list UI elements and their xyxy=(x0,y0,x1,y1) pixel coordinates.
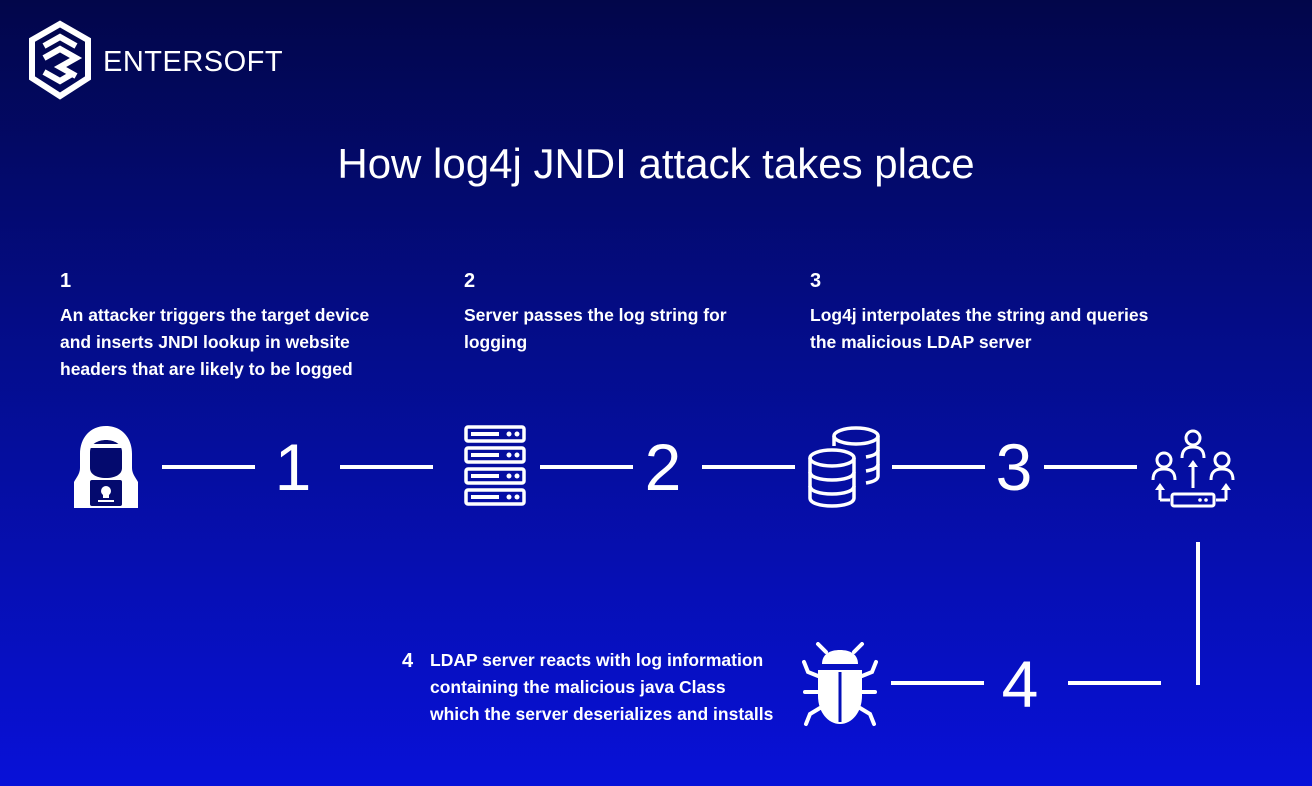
connector-line xyxy=(892,465,985,469)
flow-number-1: 1 xyxy=(274,430,312,504)
brand-name: ENTERSOFT xyxy=(103,46,284,78)
server-rack-icon xyxy=(463,424,527,510)
step-1-number: 1 xyxy=(60,270,72,292)
step-2-line-1: Server passes the log string for xyxy=(464,305,727,325)
step-4-line-3: which the server deserializes and instal… xyxy=(430,704,774,724)
connector-line xyxy=(162,465,255,469)
step-2-number: 2 xyxy=(464,270,476,292)
connector-line xyxy=(540,465,633,469)
hacker-icon xyxy=(70,424,142,512)
step-3-number: 3 xyxy=(810,270,822,292)
page-title: How log4j JNDI attack takes place xyxy=(337,140,975,187)
flow-number-2: 2 xyxy=(644,430,682,504)
step-2-line-2: logging xyxy=(464,332,528,352)
entersoft-logo-icon xyxy=(28,20,92,100)
step-3-line-1: Log4j interpolates the string and querie… xyxy=(810,305,1149,325)
step-1-description: An attacker triggers the target device a… xyxy=(60,302,369,383)
connector-line xyxy=(702,465,795,469)
step-1-line-2: and inserts JNDI lookup in website xyxy=(60,332,350,352)
connector-line xyxy=(891,681,984,685)
step-4-description: LDAP server reacts with log information … xyxy=(430,647,773,728)
flow-number-4: 4 xyxy=(1001,647,1039,721)
step-1-line-1: An attacker triggers the target device xyxy=(60,305,370,325)
network-users-icon xyxy=(1150,426,1236,510)
connector-line xyxy=(1068,681,1161,685)
connector-line xyxy=(340,465,433,469)
step-4-number: 4 xyxy=(402,650,414,672)
flow-number-3: 3 xyxy=(995,430,1033,504)
connector-line-vertical xyxy=(1196,542,1200,685)
database-icon xyxy=(806,424,882,510)
step-4-line-1: LDAP server reacts with log information xyxy=(430,650,764,670)
step-4-line-2: containing the malicious java Class xyxy=(430,677,726,697)
step-1-line-3: headers that are likely to be logged xyxy=(60,359,353,379)
bug-icon xyxy=(802,642,878,728)
step-3-line-2: the malicious LDAP server xyxy=(810,332,1032,352)
step-2-description: Server passes the log string for logging xyxy=(464,302,727,356)
connector-line xyxy=(1044,465,1137,469)
step-3-description: Log4j interpolates the string and querie… xyxy=(810,302,1148,356)
